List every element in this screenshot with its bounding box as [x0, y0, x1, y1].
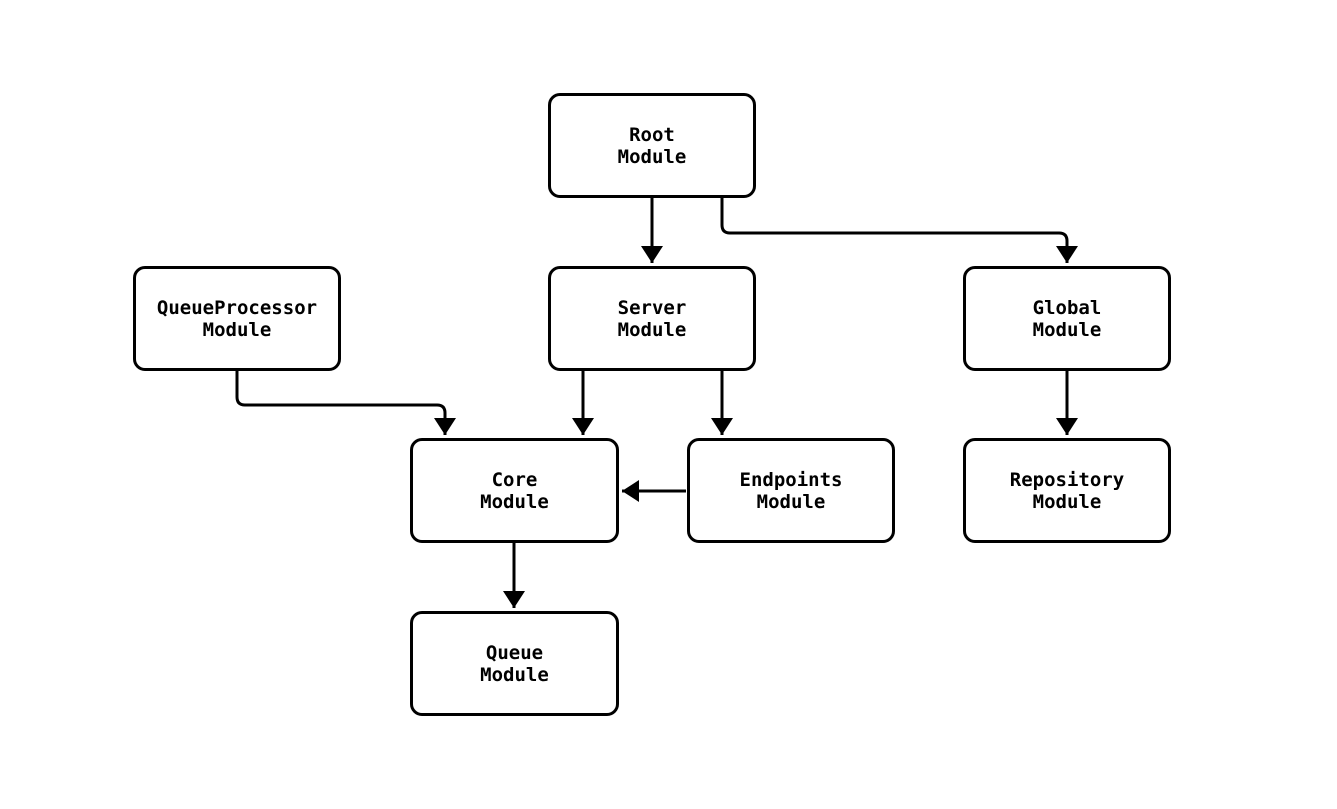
edge-root-global	[720, 197, 1078, 263]
node-repository-module-label: Repository Module	[1009, 468, 1125, 513]
node-endpoints-module: Endpoints Module	[687, 438, 895, 543]
node-global-module: Global Module	[963, 266, 1171, 371]
node-core-module-label: Core Module	[480, 468, 549, 513]
node-repository-module: Repository Module	[963, 438, 1171, 543]
node-endpoints-module-label: Endpoints Module	[739, 468, 843, 513]
node-global-module-label: Global Module	[1032, 296, 1102, 341]
node-queue-module: Queue Module	[410, 611, 619, 716]
node-server-module-label: Server Module	[617, 296, 687, 341]
node-queueprocessor-module-label: QueueProcessor Module	[156, 296, 318, 341]
node-core-module: Core Module	[410, 438, 619, 543]
node-queueprocessor-module: QueueProcessor Module	[133, 266, 341, 371]
node-server-module: Server Module	[548, 266, 756, 371]
edge-queueprocessor-core	[235, 370, 456, 435]
node-queue-module-label: Queue Module	[480, 641, 549, 686]
node-root-module: Root Module	[548, 93, 756, 198]
node-root-module-label: Root Module	[617, 123, 687, 168]
